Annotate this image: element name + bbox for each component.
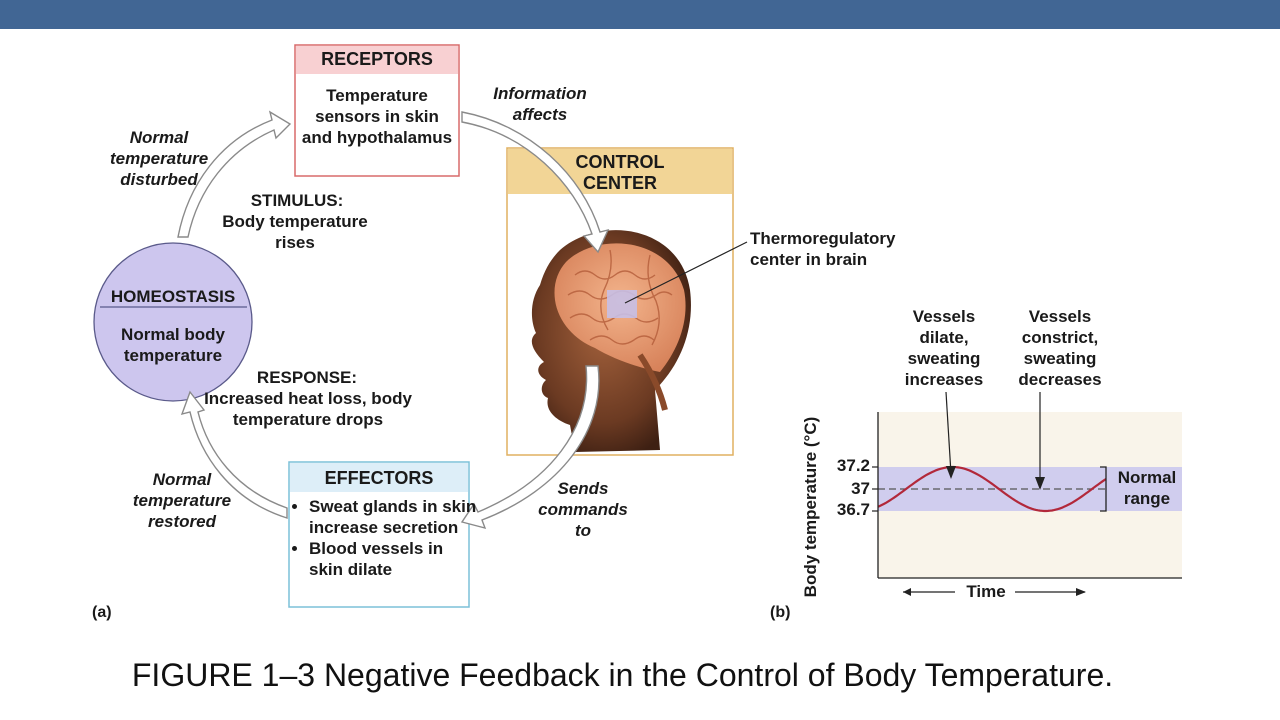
stimulus-text: Body temperature rises (222, 212, 368, 252)
y-axis-label: Body temperature (°C) (801, 416, 820, 598)
sends-commands-label: Sends commands to (538, 479, 628, 540)
homeostasis-circle (93, 242, 253, 402)
range-bracket (1100, 466, 1107, 512)
vessels-constrict-label: Vessels constrict, sweating decreases (1018, 307, 1102, 389)
effectors-title: EFFECTORS (324, 468, 434, 488)
head-illustration (531, 230, 691, 452)
arrow-restored (180, 390, 288, 519)
temperature-curve (877, 465, 1107, 513)
thermoregulatory-label: Thermoregulatory center in brain (750, 229, 896, 269)
time-axis-label: Time (966, 582, 1006, 601)
effector-item: Sweat glands in skin increase secretion (309, 496, 481, 538)
receptors-title: RECEPTORS (321, 49, 433, 69)
receptors-box (294, 44, 460, 177)
stimulus-label: STIMULUS: (250, 191, 344, 210)
effectors-list: Sweat glands in skin increase secretion … (295, 496, 481, 580)
effectors-box (288, 461, 470, 608)
tick-label: 37 (851, 479, 870, 498)
homeostasis-title: HOMEOSTASIS (110, 287, 236, 306)
panel-b-label: (b) (770, 604, 791, 621)
temperature-restored-label: Normal temperature restored (132, 470, 232, 531)
response-text: Increased heat loss, body temperature dr… (204, 389, 412, 429)
receptors-text: Temperature sensors in skin and hypothal… (301, 86, 453, 147)
top-banner (0, 0, 1280, 29)
figure-caption: FIGURE 1–3 Negative Feedback in the Cont… (131, 657, 1114, 693)
information-affects-label: Information affects (493, 84, 587, 124)
arrow-disturbed (177, 110, 292, 238)
effector-item: Blood vessels in skin dilate (309, 538, 481, 580)
response-label: RESPONSE: (256, 368, 358, 387)
homeostasis-text: Normal body temperature (121, 325, 225, 365)
tick-label: 37.2 (836, 456, 870, 475)
arrow-information (461, 111, 610, 254)
thermoregulatory-region (607, 290, 637, 318)
vessels-dilate-label: Vessels dilate, sweating increases (904, 307, 984, 389)
tick-label: 36.7 (836, 500, 870, 519)
temperature-disturbed-label: Normal temperature disturbed (110, 128, 209, 189)
arrow-sends (460, 365, 600, 530)
temperature-graph (872, 391, 1182, 596)
panel-a-label: (a) (92, 604, 112, 621)
thermo-leader-line (624, 241, 748, 304)
control-center-title: CONTROL CENTER (575, 152, 665, 193)
normal-range-label: Normal range (1117, 468, 1177, 508)
